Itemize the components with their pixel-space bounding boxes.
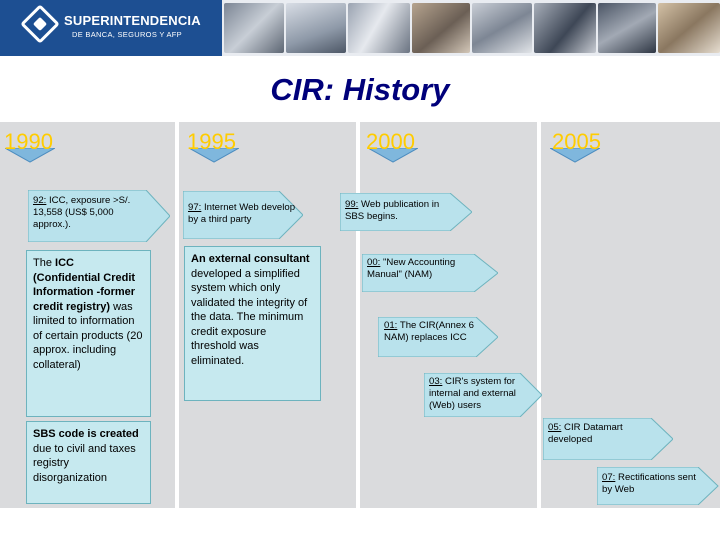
banner-photo-1 <box>224 3 284 53</box>
banner-photo-7 <box>598 3 656 53</box>
event-text-92: ICC, exposure >S/. 13,558 (US$ 5,000 app… <box>33 195 131 230</box>
year-arrow-2000-icon <box>368 148 418 163</box>
sbs-code-box: SBS code is created due to civil and tax… <box>26 421 151 504</box>
page-title: CIR: History <box>270 72 450 107</box>
event-callout-01: 01: The CIR(Annex 6 NAM) replaces ICC <box>378 317 498 357</box>
event-callout-05: 05: CIR Datamart developed <box>543 418 673 460</box>
banner-photo-5 <box>472 3 532 53</box>
event-year-07: 07: <box>602 472 616 483</box>
sbs-logo: SUPERINTENDENCIA DE BANCA, SEGUROS Y AFP <box>0 0 222 56</box>
event-year-00: 00: <box>367 257 381 268</box>
event-text-01: The CIR(Annex 6 NAM) replaces ICC <box>384 320 474 343</box>
event-callout-99: 99: Web publication in SBS begins. <box>340 193 472 231</box>
year-label-2005: 2005 <box>552 129 601 154</box>
event-text-00: "New Accounting Manual" (NAM) <box>367 257 456 280</box>
banner-photo-4 <box>412 3 470 53</box>
timeline-column-2000 <box>360 122 537 508</box>
event-year-01: 01: <box>384 320 398 331</box>
event-year-97: 97: <box>188 202 202 213</box>
banner-photo-8 <box>658 3 720 53</box>
event-text-03: CIR's system for internal and external (… <box>429 376 516 411</box>
year-label-1990: 1990 <box>4 129 53 154</box>
logo-subtitle: DE BANCA, SEGUROS Y AFP <box>72 30 182 39</box>
year-arrow-2005-icon <box>550 148 600 163</box>
year-label-2000: 2000 <box>366 129 415 154</box>
year-arrow-1995-icon <box>189 148 239 163</box>
icc-text-2: was limited to information of certain pr… <box>33 300 143 371</box>
event-callout-92: 92: ICC, exposure >S/. 13,558 (US$ 5,000… <box>28 190 170 242</box>
year-arrow-1990-icon <box>5 148 55 163</box>
sbs-text-bold: SBS code is created <box>33 428 139 440</box>
diamond-logo-icon <box>20 4 60 44</box>
event-callout-03: 03: CIR's system for internal and extern… <box>424 373 542 417</box>
consultant-text-bold: An external consultant <box>191 253 310 265</box>
banner-photo-6 <box>534 3 596 53</box>
event-text-99: Web publication in SBS begins. <box>345 199 440 222</box>
event-year-05: 05: <box>548 422 562 433</box>
event-text-07: Rectifications sent by Web <box>602 472 696 495</box>
event-year-03: 03: <box>429 376 443 387</box>
banner-photo-2 <box>286 3 346 53</box>
year-label-1995: 1995 <box>187 129 236 154</box>
event-year-99: 99: <box>345 199 359 210</box>
event-text-97: Internet Web develop by a third party <box>188 202 296 225</box>
event-year-92: 92: <box>33 195 47 206</box>
header-banner: SUPERINTENDENCIA DE BANCA, SEGUROS Y AFP <box>0 0 720 56</box>
logo-title: SUPERINTENDENCIA <box>64 13 201 28</box>
icc-info-box: The ICC (Confidential Credit Information… <box>26 250 151 417</box>
banner-photo-3 <box>348 3 410 53</box>
event-callout-07: 07: Rectifications sent by Web <box>597 467 720 505</box>
consultant-text: developed a simplified system which only… <box>191 267 308 367</box>
external-consultant-box: An external consultant developed a simpl… <box>184 246 321 401</box>
sbs-text: due to civil and taxes registry disorgan… <box>33 442 136 484</box>
event-text-05: CIR Datamart developed <box>548 422 623 445</box>
event-callout-97: 97: Internet Web develop by a third part… <box>183 191 303 239</box>
icc-text-bold: ICC (Confidential Credit Information -fo… <box>33 257 136 313</box>
event-callout-00: 00: "New Accounting Manual" (NAM) <box>362 254 498 292</box>
icc-text-1: The <box>33 257 56 269</box>
